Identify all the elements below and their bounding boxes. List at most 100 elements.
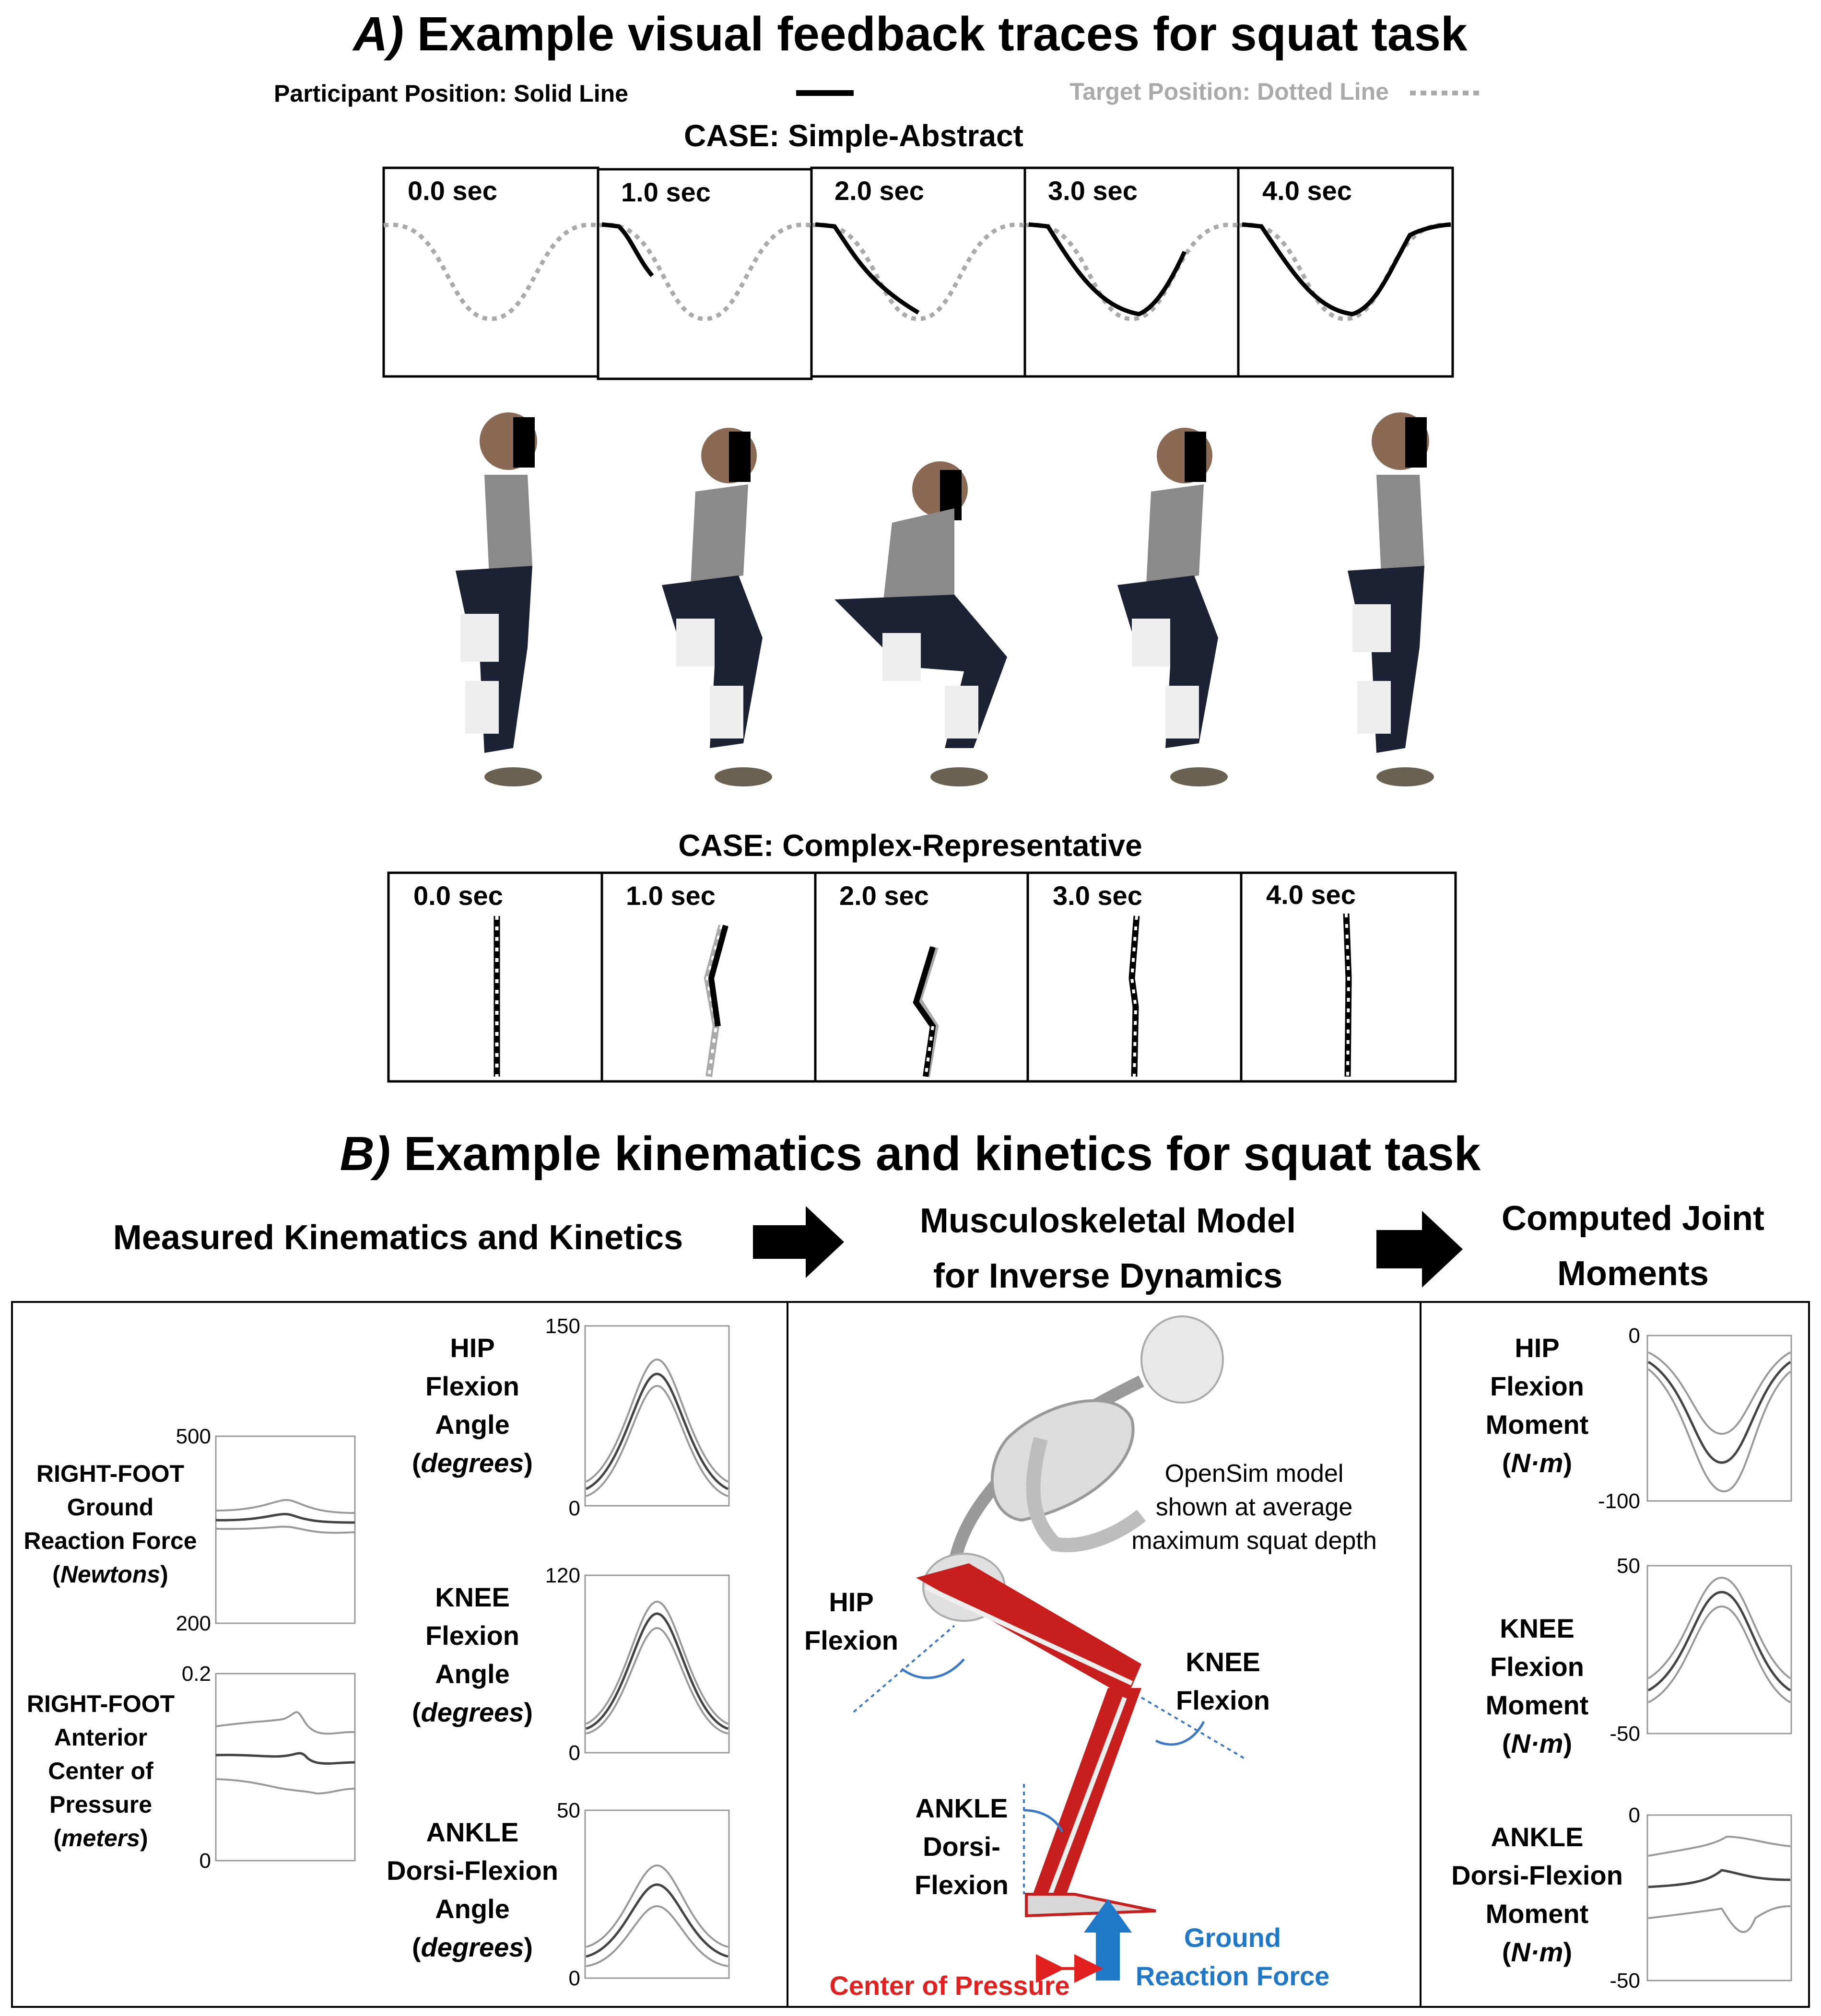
arrow-right-icon <box>753 1206 844 1278</box>
moments-frame <box>1420 1301 1810 2008</box>
svg-text:(N·m): (N·m) <box>1502 1728 1572 1758</box>
svg-text:Dorsi-Flexion: Dorsi-Flexion <box>1451 1860 1623 1890</box>
part-b-title: B) Example kinematics and kinetics for s… <box>340 1127 1481 1181</box>
svg-text:50: 50 <box>557 1799 580 1822</box>
simple-abstract-panels <box>382 166 1454 380</box>
knee-moment-plot: KNEE Flexion Moment (N·m) 50 -50 <box>1486 1554 1792 1758</box>
col-model-heading: for Inverse Dynamics <box>933 1257 1282 1295</box>
participant-trace <box>1028 222 1187 316</box>
svg-text:(degrees): (degrees) <box>412 1932 533 1962</box>
svg-text:(degrees): (degrees) <box>412 1448 533 1478</box>
svg-text:Moment: Moment <box>1486 1409 1589 1440</box>
legend-participant-label: Participant Position: Solid Line <box>274 80 628 107</box>
svg-text:Flexion: Flexion <box>425 1371 519 1401</box>
time-label: 2.0 sec <box>839 880 929 911</box>
model-note: maximum squat depth <box>1131 1527 1377 1555</box>
time-label: 2.0 sec <box>834 176 924 206</box>
time-label: 1.0 sec <box>626 880 716 911</box>
svg-text:0: 0 <box>200 1849 211 1873</box>
col-measured-heading: Measured Kinematics and Kinetics <box>113 1219 683 1257</box>
legend-target-label: Target Position: Dotted Line <box>1069 78 1389 105</box>
hip-angle-plot: HIP Flexion Angle (degrees) 150 0 <box>412 1314 730 1520</box>
hip-flexion-label: Flexion <box>804 1625 898 1655</box>
knee-flexion-label: KNEE <box>1186 1647 1260 1677</box>
person-figure <box>456 412 542 786</box>
target-trace <box>1026 223 1239 321</box>
arrow-right-icon <box>1376 1211 1463 1288</box>
panel-box <box>597 168 813 380</box>
time-label: 1.0 sec <box>621 177 711 207</box>
participant-trace <box>1242 222 1451 316</box>
ankle-moment-plot: ANKLE Dorsi-Flexion Moment (N·m) 0 -50 <box>1451 1804 1792 1993</box>
measured-frame <box>11 1301 788 2008</box>
svg-text:Moment: Moment <box>1486 1690 1589 1720</box>
svg-text:Angle: Angle <box>435 1659 510 1689</box>
svg-text:Flexion: Flexion <box>1490 1371 1584 1401</box>
col-moments-heading: Moments <box>1557 1254 1709 1293</box>
person-figure <box>1348 412 1434 786</box>
panel-box <box>1237 166 1454 378</box>
svg-text:-50: -50 <box>1610 1722 1640 1746</box>
time-label: 0.0 sec <box>413 880 503 911</box>
svg-text:RIGHT-FOOT: RIGHT-FOOT <box>27 1690 175 1717</box>
knee-flexion-label: Flexion <box>1176 1685 1270 1715</box>
model-note: shown at average <box>1156 1493 1353 1521</box>
arm <box>1026 1437 1146 1552</box>
col-moments-heading: Computed Joint <box>1502 1199 1764 1238</box>
svg-text:-100: -100 <box>1598 1489 1640 1513</box>
person-figure <box>662 428 772 786</box>
ankle-angle-plot: ANKLE Dorsi-Flexion Angle (degrees) 50 0 <box>387 1799 730 1990</box>
svg-text:(N·m): (N·m) <box>1502 1448 1572 1478</box>
hip-moment-plot: HIP Flexion Moment (N·m) 0 -100 <box>1486 1324 1792 1513</box>
svg-text:0: 0 <box>569 1497 580 1520</box>
svg-text:(Newtons): (Newtons) <box>52 1561 168 1588</box>
grf-label: Ground <box>1184 1922 1281 1953</box>
svg-text:ANKLE: ANKLE <box>1491 1822 1584 1852</box>
svg-text:0: 0 <box>1629 1324 1640 1348</box>
svg-text:(meters): (meters) <box>53 1825 148 1852</box>
svg-text:Pressure: Pressure <box>49 1791 152 1818</box>
ankle-label: Dorsi- <box>923 1831 1000 1862</box>
case-complex-representative: CASE: Complex-Representative <box>678 828 1142 863</box>
target-trace <box>599 223 812 321</box>
svg-text:HIP: HIP <box>1515 1333 1559 1363</box>
time-label: 0.0 sec <box>408 176 497 206</box>
svg-text:HIP: HIP <box>450 1333 494 1363</box>
time-label: 4.0 sec <box>1262 176 1352 206</box>
svg-text:(N·m): (N·m) <box>1502 1937 1572 1967</box>
svg-text:Flexion: Flexion <box>425 1620 519 1651</box>
svg-text:Angle: Angle <box>435 1409 510 1440</box>
svg-text:Angle: Angle <box>435 1894 510 1924</box>
person-figure <box>834 461 1007 786</box>
svg-text:0: 0 <box>569 1741 580 1765</box>
ankle-label: ANKLE <box>916 1793 1008 1823</box>
svg-text:500: 500 <box>176 1425 211 1448</box>
complex-representative-panels <box>387 871 1457 1083</box>
col-model-heading: Musculoskeletal Model <box>920 1202 1296 1240</box>
cop-plot: RIGHT-FOOT Anterior Center of Pressure (… <box>27 1662 356 1873</box>
svg-text:Anterior: Anterior <box>54 1724 147 1751</box>
svg-text:50: 50 <box>1617 1554 1640 1578</box>
time-label: 3.0 sec <box>1048 176 1138 206</box>
ribcage <box>990 1399 1135 1522</box>
knee-angle-plot: KNEE Flexion Angle (degrees) 120 0 <box>412 1564 730 1765</box>
svg-text:-50: -50 <box>1610 1969 1640 1993</box>
musculoskeletal-model <box>853 1315 1248 1983</box>
svg-text:200: 200 <box>176 1612 211 1635</box>
svg-text:150: 150 <box>545 1314 580 1338</box>
svg-text:ANKLE: ANKLE <box>426 1817 519 1847</box>
svg-text:120: 120 <box>545 1564 580 1587</box>
svg-text:Flexion: Flexion <box>1490 1652 1584 1682</box>
svg-text:Ground: Ground <box>67 1494 154 1521</box>
foot <box>1025 1893 1156 1918</box>
svg-text:0: 0 <box>569 1967 580 1990</box>
svg-text:0.2: 0.2 <box>182 1662 211 1686</box>
target-trace <box>812 223 1025 321</box>
grf-label: Reaction Force <box>1136 1961 1330 1991</box>
svg-text:0: 0 <box>1629 1804 1640 1827</box>
time-label: 3.0 sec <box>1053 880 1142 911</box>
grf-plot: RIGHT-FOOT Ground Reaction Force (Newton… <box>23 1425 356 1635</box>
time-label: 4.0 sec <box>1266 879 1356 910</box>
case-simple-abstract: CASE: Simple-Abstract <box>684 118 1023 153</box>
